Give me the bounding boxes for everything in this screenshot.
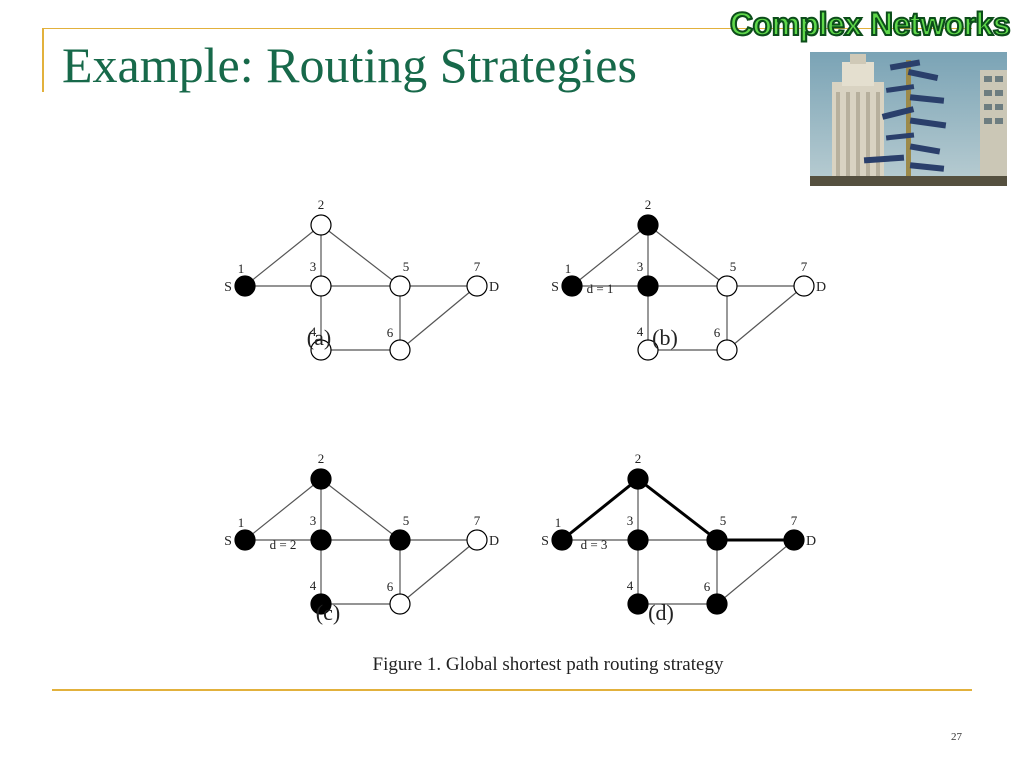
source-label: S [541,534,549,549]
node-number: 2 [645,197,652,212]
graph-edge [399,539,478,605]
bottom-rule [52,689,972,691]
graph-node [551,529,573,551]
graph-edge [571,224,649,287]
graph-node [310,593,332,615]
node-number: 4 [310,324,317,339]
graph-panel-2: 1 2 3 4 5 6 7S Dd = 1 (b) [551,197,826,361]
node-number: 3 [637,259,644,274]
node-number: 6 [714,325,721,340]
graph-node [310,468,332,490]
depth-label: d = 1 [587,281,614,296]
graph-node [637,275,659,297]
depth-label: d = 3 [581,537,608,552]
graph-node [561,275,583,297]
source-label: S [224,534,232,549]
page-number: 27 [951,731,962,743]
graph-edge [244,224,322,287]
node-number: 5 [720,513,727,528]
graph-edge [561,477,639,542]
source-label: S [224,280,232,295]
graph-edge [726,285,805,351]
graph-node [389,275,411,297]
node-number: 3 [310,259,317,274]
node-number: 5 [403,513,410,528]
node-number: 2 [318,197,325,212]
destination-label: D [806,534,816,549]
title-accent-bracket [42,28,44,92]
brand-logo: Complex Networks [729,5,1012,43]
graph-node [466,529,488,551]
node-number: 6 [704,579,711,594]
node-number: 7 [474,513,481,528]
city-signpost-photo [810,52,1007,186]
graph-edge [399,285,478,351]
node-number: 2 [635,451,642,466]
node-number: 1 [565,261,572,276]
node-number: 4 [627,578,634,593]
graph-node [706,529,728,551]
graph-node [310,529,332,551]
destination-label: D [816,280,826,295]
node-number: 4 [310,578,317,593]
panel-caption: (a) [307,325,331,350]
depth-label: d = 2 [270,537,297,552]
graph-edge [320,224,401,287]
graph-node [389,529,411,551]
node-number: 5 [730,259,737,274]
graph-node [706,593,728,615]
node-number: 7 [791,513,798,528]
graph-panel-1: 1 2 3 4 5 6 7S D (a) [224,197,499,361]
graph-node [389,593,411,615]
graph-node [716,339,738,361]
graph-node [627,529,649,551]
node-number: 7 [474,259,481,274]
graph-node [793,275,815,297]
node-number: 1 [555,515,562,530]
graph-node [234,275,256,297]
node-number: 1 [238,261,245,276]
figure-caption: Figure 1. Global shortest path routing s… [373,654,724,675]
graph-node [716,275,738,297]
graph-edge [244,478,322,541]
source-label: S [551,280,559,295]
graph-edge [320,478,401,541]
graph-node [637,214,659,236]
panel-caption: (c) [316,600,340,625]
graph-node [310,339,332,361]
graph-node [466,275,488,297]
node-number: 4 [637,324,644,339]
graph-edge [716,539,795,605]
graph-edge [647,224,728,287]
node-number: 1 [238,515,245,530]
graph-edge [637,477,718,542]
node-number: 6 [387,325,394,340]
node-number: 3 [310,513,317,528]
graph-panel-3: 1 2 3 4 5 6 7S Dd = 2 (c) [224,451,499,625]
node-number: 7 [801,259,808,274]
node-number: 5 [403,259,410,274]
destination-label: D [489,280,499,295]
graph-node [310,275,332,297]
graph-panel-4: 1 2 3 4 5 6 7S Dd = 3 (d) [541,451,816,625]
panel-caption: (d) [648,600,674,625]
graph-node [627,468,649,490]
graph-node [389,339,411,361]
panel-caption: (b) [652,325,678,350]
graph-node [234,529,256,551]
destination-label: D [489,534,499,549]
top-accent-line [42,28,972,29]
graph-node [310,214,332,236]
graph-node [637,339,659,361]
node-number: 2 [318,451,325,466]
slide-title: Example: Routing Strategies [62,37,637,93]
node-number: 3 [627,513,634,528]
graph-node [783,529,805,551]
node-number: 6 [387,579,394,594]
graph-node [627,593,649,615]
